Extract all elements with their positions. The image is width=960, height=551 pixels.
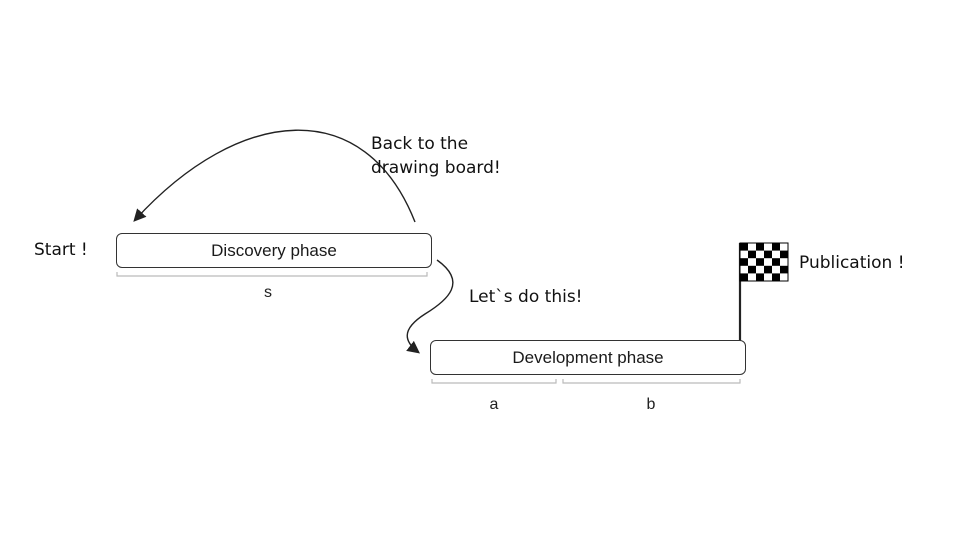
flag-square — [772, 243, 780, 251]
flag-square — [764, 265, 772, 274]
publication-label: Publication ! — [799, 253, 905, 273]
checkered-flag-icon — [739, 242, 789, 282]
flag-square — [780, 265, 788, 274]
bracket-b — [562, 379, 741, 384]
back-label-line-1: Back to the — [371, 134, 469, 154]
bracket-a — [431, 379, 557, 384]
discovery-phase-box: Discovery phase — [116, 233, 432, 268]
forward-arrow — [406, 259, 454, 354]
flag-square — [748, 265, 756, 274]
segment-label-s: s — [264, 284, 272, 301]
flag-square — [756, 258, 764, 266]
flag-square — [764, 250, 772, 259]
flag-square — [772, 273, 780, 281]
discovery-phase-label: Discovery phase — [211, 240, 337, 260]
start-label: Start ! — [34, 240, 88, 260]
lets-do-this-label: Let`s do this! — [469, 287, 583, 307]
development-phase-label: Development phase — [512, 347, 664, 367]
flag-square — [756, 273, 764, 281]
segment-label-a: a — [489, 396, 499, 413]
bracket-s — [116, 272, 428, 277]
back-label-line-2: drawing board! — [371, 158, 501, 178]
development-phase-box: Development phase — [430, 340, 746, 375]
flag-square — [780, 250, 788, 259]
flag-square — [740, 243, 748, 251]
flag-square — [772, 258, 780, 266]
flag-square — [748, 250, 756, 259]
flag-square — [740, 258, 748, 266]
segment-label-b: b — [646, 396, 656, 413]
back-to-drawing-board-label: Back to the drawing board! — [371, 132, 501, 180]
back-arrow — [133, 129, 416, 223]
flag-square — [756, 243, 764, 251]
flag-square — [740, 273, 748, 281]
